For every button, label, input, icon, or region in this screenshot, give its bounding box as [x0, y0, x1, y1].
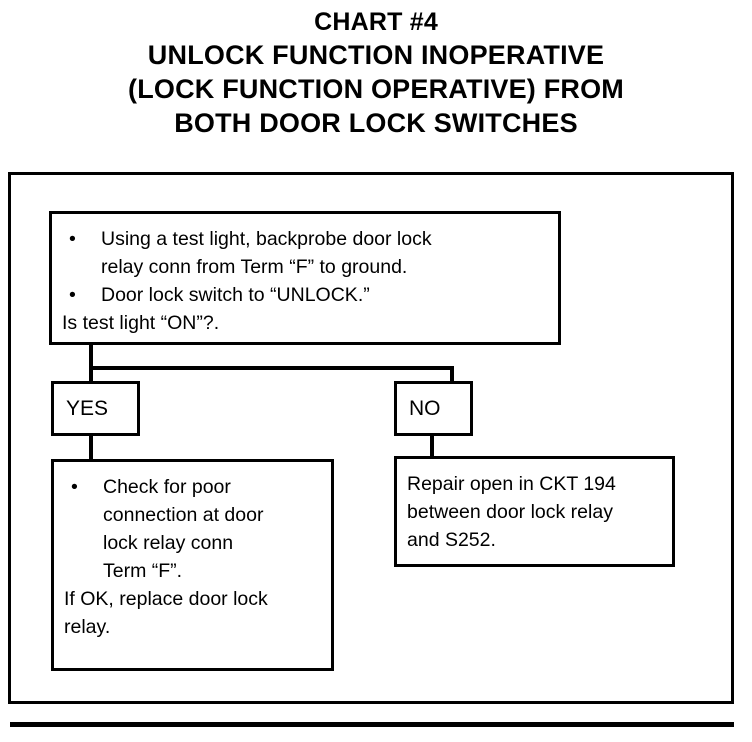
test-step-bullet-2-line-1: Door lock switch to “UNLOCK.” [101, 284, 370, 306]
yes-result-bullet-1-line-3: lock relay conn [103, 532, 234, 554]
test-step-bullet-1-line-1: Using a test light, backprobe door lock [101, 228, 432, 250]
page-bottom-rule [10, 722, 734, 727]
no-result-line-1: Repair open in CKT 194 [407, 473, 616, 495]
yes-result-bullet-1-text: Check for poor connection at door lock r… [103, 473, 322, 585]
test-step-bullet-1-line-2: relay conn from Term “F” to ground. [101, 256, 408, 278]
connector-no-to-result [430, 434, 434, 458]
test-step-bullet-1-text: Using a test light, backprobe door lock … [101, 225, 549, 281]
yes-result-followup-line-1: If OK, replace door lock [64, 588, 268, 610]
connector-split-bar [89, 366, 454, 370]
test-step-bullet-2-text: Door lock switch to “UNLOCK.” [101, 281, 549, 309]
test-step-content: • Using a test light, backprobe door loc… [52, 214, 558, 345]
chart-title-line-3: BOTH DOOR LOCK SWITCHES [174, 108, 578, 138]
chart-title-line-1: UNLOCK FUNCTION INOPERATIVE [147, 40, 605, 70]
bullet-icon: • [69, 228, 76, 250]
no-result-line-2: between door lock relay [407, 501, 613, 523]
bullet-icon: • [69, 284, 76, 306]
yes-result-content: • Check for poor connection at door lock… [54, 462, 331, 649]
branch-label-no-text: NO [409, 396, 441, 420]
test-step-bullet-2: • Door lock switch to “UNLOCK.” [61, 281, 549, 309]
chart-title-block: CHART #4 UNLOCK FUNCTION INOPERATIVE (LO… [0, 6, 752, 140]
connector-test-to-split [89, 345, 93, 370]
yes-result-bullet-1-line-1: Check for poor [103, 476, 231, 498]
chart-title-line-2: (LOCK FUNCTION OPERATIVE) FROM [128, 74, 624, 104]
branch-label-yes: YES [51, 381, 140, 436]
yes-result-bullet-1-line-4: Term “F”. [103, 560, 183, 582]
no-result-line-3: and S252. [407, 529, 496, 551]
yes-result-bullet-1-line-2: connection at door [103, 504, 264, 526]
yes-result-followup-line-2: relay. [64, 616, 111, 638]
no-result-node: Repair open in CKT 194 between door lock… [394, 456, 675, 567]
branch-label-yes-text: YES [66, 396, 109, 420]
test-step-node: • Using a test light, backprobe door loc… [49, 211, 561, 345]
yes-result-node: • Check for poor connection at door lock… [51, 459, 334, 671]
connector-yes-to-result [89, 434, 93, 461]
bullet-icon: • [71, 476, 78, 498]
yes-result-bullet-1: • Check for poor connection at door lock… [63, 473, 322, 585]
connector-split-to-yes [89, 366, 93, 383]
no-result-content: Repair open in CKT 194 between door lock… [397, 459, 672, 562]
connector-split-to-no [450, 366, 454, 383]
test-step-bullet-1: • Using a test light, backprobe door loc… [61, 225, 549, 281]
chart-number: CHART #4 [314, 8, 438, 36]
test-step-question: Is test light “ON”?. [62, 312, 220, 334]
branch-label-no: NO [394, 381, 473, 436]
